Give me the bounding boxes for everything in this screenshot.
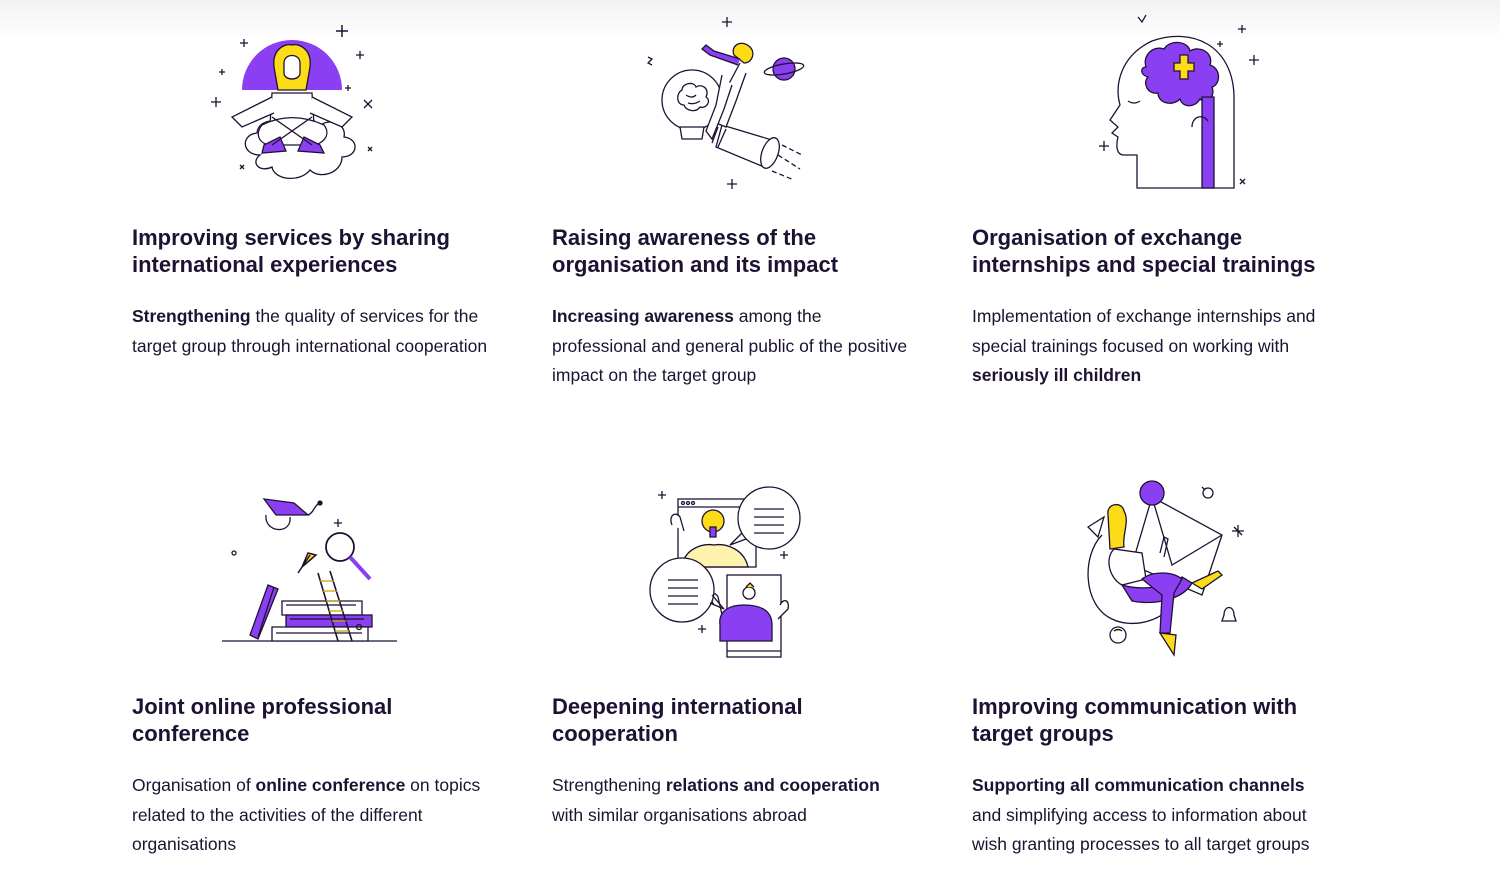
card-title: Organisation of exchange internships and… — [972, 225, 1316, 277]
desc-text: Organisation of — [132, 775, 256, 795]
video-call-chat-icon — [622, 475, 842, 675]
desc-text: with similar organisations abroad — [552, 804, 807, 825]
desc-text: Implementation of exchange internships a… — [972, 306, 1316, 356]
card-title: Raising awareness of the organisation an… — [552, 225, 839, 277]
desc-bold: Strengthening — [132, 306, 251, 326]
desc-text: among the professional and general publi… — [552, 306, 908, 385]
card-title: Improving services by sharing internatio… — [132, 225, 450, 277]
meditation-person-icon — [202, 5, 422, 205]
card-description: Organisation of online conference on top… — [132, 771, 492, 860]
card-description: Implementation of exchange internships a… — [972, 302, 1332, 391]
desc-text: and simplifying access to information ab… — [972, 804, 1310, 855]
desc-bold: relations and cooperation — [665, 775, 880, 795]
desc-text: on topics related to the activities of t… — [132, 775, 481, 854]
desc-bold: online conference — [255, 775, 406, 795]
desc-text: Strengthening — [552, 775, 666, 795]
desc-bold: Supporting all communication channels — [972, 775, 1305, 795]
person-envelope-icon — [1042, 475, 1262, 675]
card-title: Improving communication with target grou… — [972, 694, 1298, 746]
books-graduation-icon — [202, 475, 422, 675]
card-description: Supporting all communication channels an… — [972, 771, 1332, 860]
desc-bold: seriously ill children — [972, 365, 1142, 385]
card-description: Strengthening the quality of services fo… — [132, 302, 492, 361]
desc-bold: Increasing awareness — [552, 306, 734, 326]
telescope-lightbulb-icon — [622, 5, 842, 205]
card-description: Increasing awareness among the professio… — [552, 302, 912, 391]
card-description: Strengthening relations and cooperation … — [552, 771, 912, 830]
card-title: Joint online professional conference — [132, 694, 393, 746]
card-title: Deepening international cooperation — [552, 694, 803, 746]
head-brain-cross-icon — [1042, 5, 1262, 205]
desc-text: the quality of services for the target g… — [132, 306, 488, 356]
